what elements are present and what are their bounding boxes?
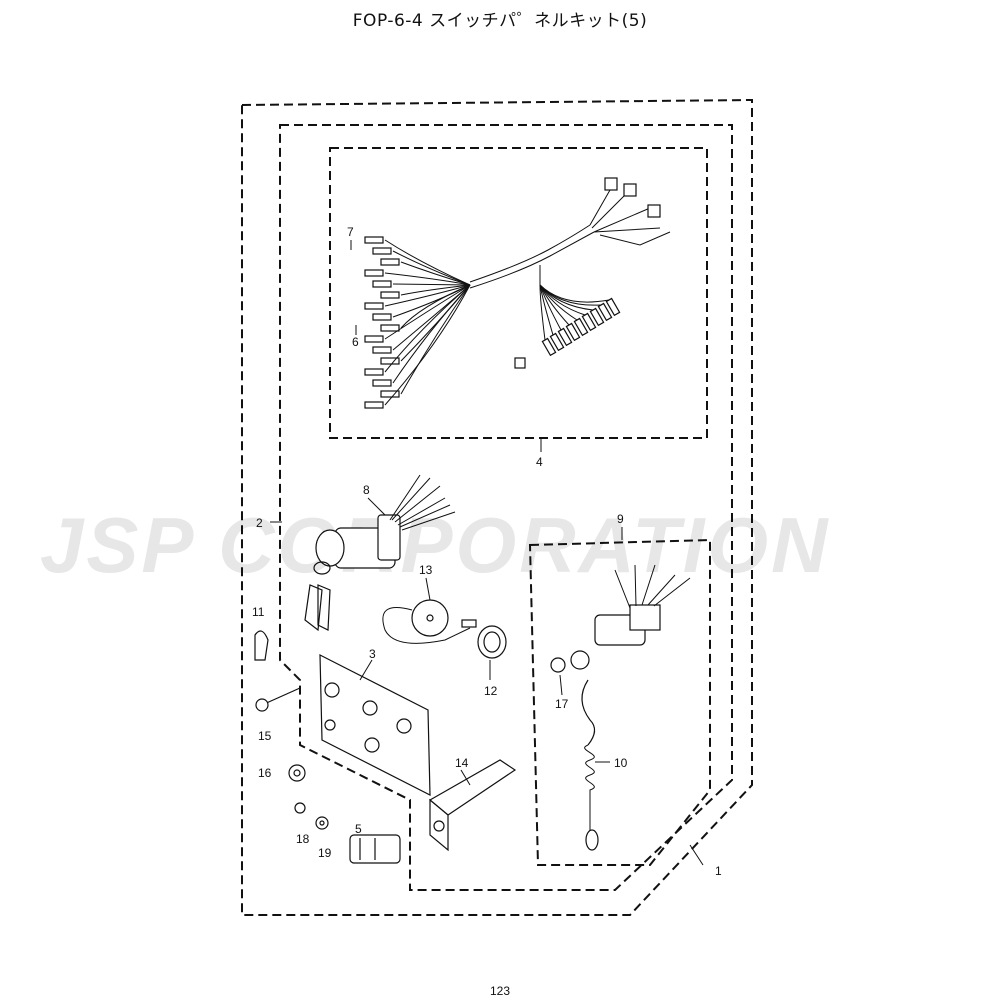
cable-clip — [254, 630, 269, 661]
callout-9: 9 — [617, 512, 624, 526]
nut — [288, 764, 306, 782]
callout-6: 6 — [352, 335, 359, 349]
watermark: JSP CORPORATION — [40, 501, 831, 589]
buzzer — [382, 599, 477, 644]
key-switch-frame — [528, 538, 711, 866]
callout-7: 7 — [347, 225, 354, 239]
page-number: 123 — [489, 984, 511, 998]
callout-4: 4 — [536, 455, 543, 469]
kit-outer-frame — [241, 98, 753, 916]
wire-harness — [364, 177, 671, 409]
callout-11: 11 — [252, 605, 265, 619]
switch-panel-plate — [319, 654, 431, 796]
callout-12: 12 — [484, 684, 498, 698]
page-title: FOP-6-4 スイッチパ゜ネルキット(5) — [352, 11, 648, 31]
callout-13: 13 — [419, 563, 433, 577]
callout-2: 2 — [256, 516, 263, 530]
kill-switch — [550, 564, 691, 851]
callout-1: 1 — [715, 864, 722, 878]
callout-14: 14 — [455, 756, 469, 770]
callout-18: 18 — [296, 832, 310, 846]
mounting-bracket — [428, 759, 517, 852]
kit-inner-frame — [279, 124, 733, 891]
callout-16: 16 — [258, 766, 272, 780]
washers — [294, 802, 329, 830]
clamp-ring — [477, 625, 507, 659]
callout-5: 5 — [355, 822, 362, 836]
screw — [255, 687, 301, 712]
callout-10: 10 — [614, 756, 628, 770]
callout-19: 19 — [318, 846, 332, 860]
leader-lines — [270, 240, 704, 866]
callout-3: 3 — [369, 647, 376, 661]
callout-8: 8 — [363, 483, 370, 497]
harness-frame — [329, 147, 708, 439]
ignition-switch — [304, 474, 456, 632]
callout-15: 15 — [258, 729, 272, 743]
callout-17: 17 — [555, 697, 569, 711]
connector — [349, 834, 401, 864]
